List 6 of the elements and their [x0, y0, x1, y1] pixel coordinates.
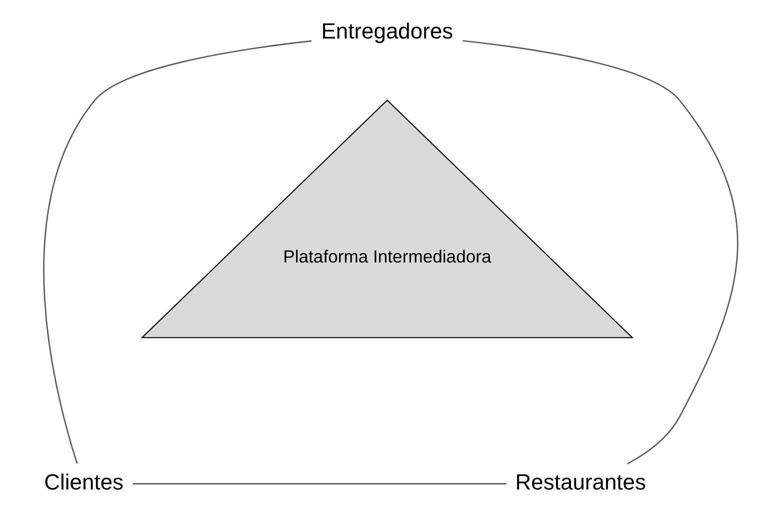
connector	[132, 482, 506, 484]
node-text: Entregadores	[320, 18, 453, 44]
node-text: Clientes	[44, 468, 124, 494]
connector	[462, 40, 738, 464]
node-text: Restaurantes	[514, 468, 646, 494]
connector	[42, 40, 312, 464]
